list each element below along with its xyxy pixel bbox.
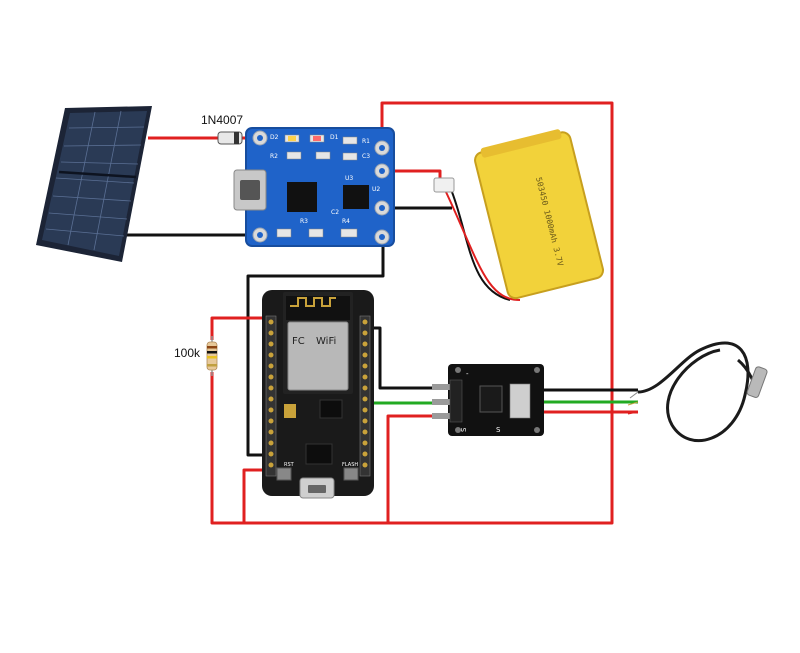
silk-r2: R2 <box>270 153 278 160</box>
temperature-probe <box>627 341 768 443</box>
silk-d2: D2 <box>270 134 279 141</box>
silk-rst: RST <box>284 462 295 468</box>
nodemcu-board: FC WiFi RST FLASH <box>262 290 374 499</box>
sensor-ic <box>479 385 503 413</box>
protection-ic <box>343 185 369 209</box>
flash-button <box>343 467 359 481</box>
silk-r4: R4 <box>342 218 350 225</box>
silk-r3: R3 <box>300 218 308 225</box>
silk-u3: U3 <box>345 175 353 182</box>
silk-c2: C2 <box>331 209 339 216</box>
wire-out-positive-loop <box>380 101 614 525</box>
charger-board: D2 D1 R2 R1 C3 U3 U2 R3 R4 C2 <box>233 127 395 247</box>
diode-1n4007 <box>217 131 243 145</box>
rst-button <box>276 467 292 481</box>
silk-c3: C3 <box>362 153 370 160</box>
silk-d1: D1 <box>330 134 339 141</box>
silk-s-left: S <box>460 427 468 432</box>
wire-resistor-top <box>210 316 266 340</box>
silk-u2: U2 <box>372 186 380 193</box>
resistor-100k <box>206 336 218 376</box>
resistor-label: 100k <box>174 346 201 360</box>
wifi-mark: WiFi <box>316 336 336 347</box>
wire-out-negative <box>246 240 385 457</box>
wire-sensor-vcc <box>386 414 448 523</box>
silk-minus: - <box>466 370 469 378</box>
silk-flash: FLASH <box>342 462 358 468</box>
solar-panel <box>36 106 152 262</box>
fc-mark: FC <box>292 336 305 347</box>
jst-connector <box>433 177 455 193</box>
usb-serial-chip <box>305 443 333 465</box>
silk-s-right: S <box>496 426 501 434</box>
charger-ic <box>287 182 317 212</box>
silk-r1: R1 <box>362 138 370 145</box>
wire-resistor-bottom <box>210 372 244 525</box>
diode-label: 1N4007 <box>201 113 243 127</box>
sensor-module: - S S <box>432 364 544 436</box>
wire-nodemcu-3v <box>242 468 266 523</box>
lipo-battery: 503450 1000mAh 3.7V <box>433 129 605 301</box>
